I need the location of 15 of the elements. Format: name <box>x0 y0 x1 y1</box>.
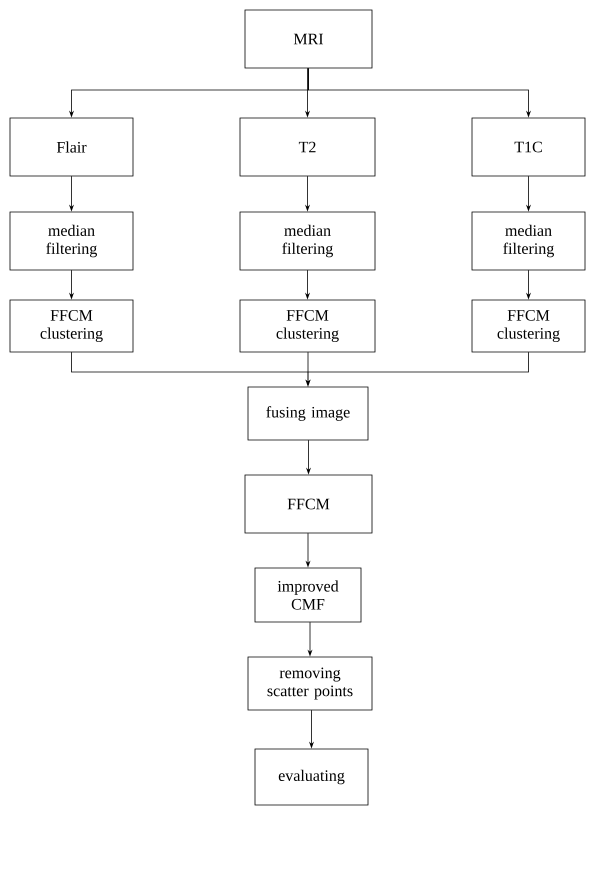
process-box: FFCM clustering <box>240 300 376 352</box>
process-box: median filtering <box>472 212 586 270</box>
process-box: T1C <box>472 118 586 176</box>
process-box: MRI <box>244 10 372 68</box>
process-box: removing scatter points <box>248 656 372 710</box>
process-box: fusing image <box>248 386 368 440</box>
process-box: T2 <box>240 118 376 176</box>
process-box: evaluating <box>254 748 368 806</box>
process-box: FFCM <box>244 474 372 534</box>
process-box: FFCM clustering <box>472 300 586 352</box>
process-box: median filtering <box>10 212 134 270</box>
process-box: FFCM clustering <box>10 300 134 352</box>
process-box: Flair <box>10 118 134 176</box>
process-box: median filtering <box>240 212 376 270</box>
process-box: improved CMF <box>254 568 362 622</box>
